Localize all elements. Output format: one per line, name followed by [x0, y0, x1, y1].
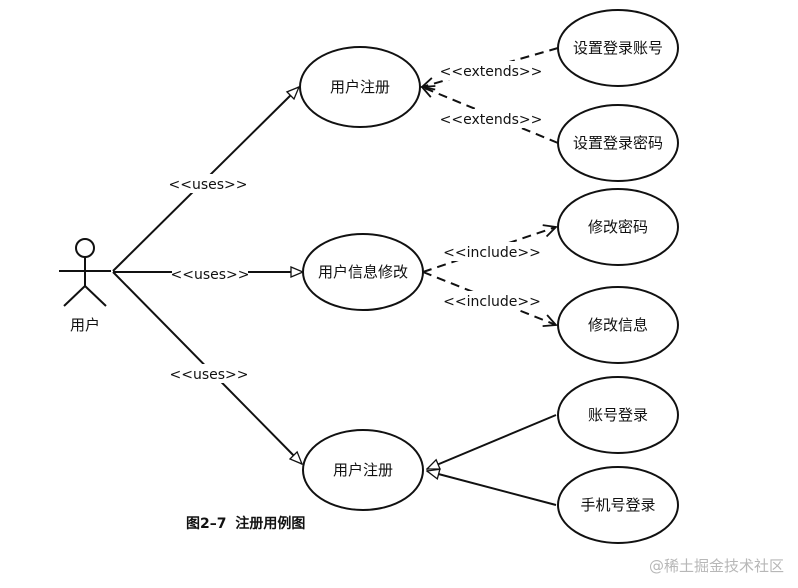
- usecase-set-password: [557, 104, 679, 182]
- usecase-register-top: [299, 46, 421, 128]
- edge-extends-2-label: <<extends>>: [440, 112, 543, 128]
- usecase-edit-password-label: 修改密码: [588, 218, 648, 236]
- watermark: @稀土掘金技术社区: [648, 557, 784, 575]
- usecase-info-edit: [302, 233, 424, 311]
- usecase-set-password-label: 设置登录密码: [573, 134, 663, 152]
- edge-include-2: [422, 271, 556, 325]
- edge-uses-top-label: <<uses>>: [169, 177, 248, 193]
- actor-label: 用户: [70, 316, 100, 334]
- edge-extends-2: [422, 87, 559, 144]
- edge-include-1-label: <<include>>: [443, 245, 541, 261]
- usecase-info-edit-label: 用户信息修改: [318, 263, 408, 281]
- usecase-login-phone: [557, 466, 679, 544]
- usecase-edit-password: [557, 188, 679, 266]
- edge-extends-1: [422, 47, 559, 87]
- usecase-login-phone-label: 手机号登录: [580, 496, 655, 514]
- figure-title: 注册用例图: [235, 516, 306, 532]
- usecase-register-bottom-label: 用户注册: [333, 461, 393, 479]
- usecase-edit-info: [557, 286, 679, 364]
- actor-figure: [59, 238, 111, 307]
- usecase-login-account-label: 账号登录: [588, 406, 648, 424]
- usecase-set-account-label: 设置登录账号: [573, 39, 663, 57]
- edge-extends-1-label: <<extends>>: [440, 64, 543, 80]
- edge-uses-bottom-label: <<uses>>: [170, 367, 249, 383]
- usecase-register-top-label: 用户注册: [330, 78, 390, 96]
- usecase-login-account: [557, 376, 679, 454]
- figure-caption: 图2–7 注册用例图: [186, 513, 309, 533]
- usecase-edit-info-label: 修改信息: [588, 316, 648, 334]
- actor-head: [75, 238, 95, 258]
- actor-leg-right: [84, 285, 107, 307]
- usecase-set-account: [557, 9, 679, 87]
- edge-login-phone: [427, 471, 557, 506]
- edge-include-1: [422, 227, 556, 273]
- edge-uses-mid-label: <<uses>>: [171, 267, 250, 283]
- edge-include-2-label: <<include>>: [443, 294, 541, 310]
- actor-leg-left: [63, 285, 86, 307]
- figure-number: 图2–7: [186, 516, 227, 532]
- edge-login-account: [427, 414, 557, 470]
- usecase-register-bottom: [302, 429, 424, 511]
